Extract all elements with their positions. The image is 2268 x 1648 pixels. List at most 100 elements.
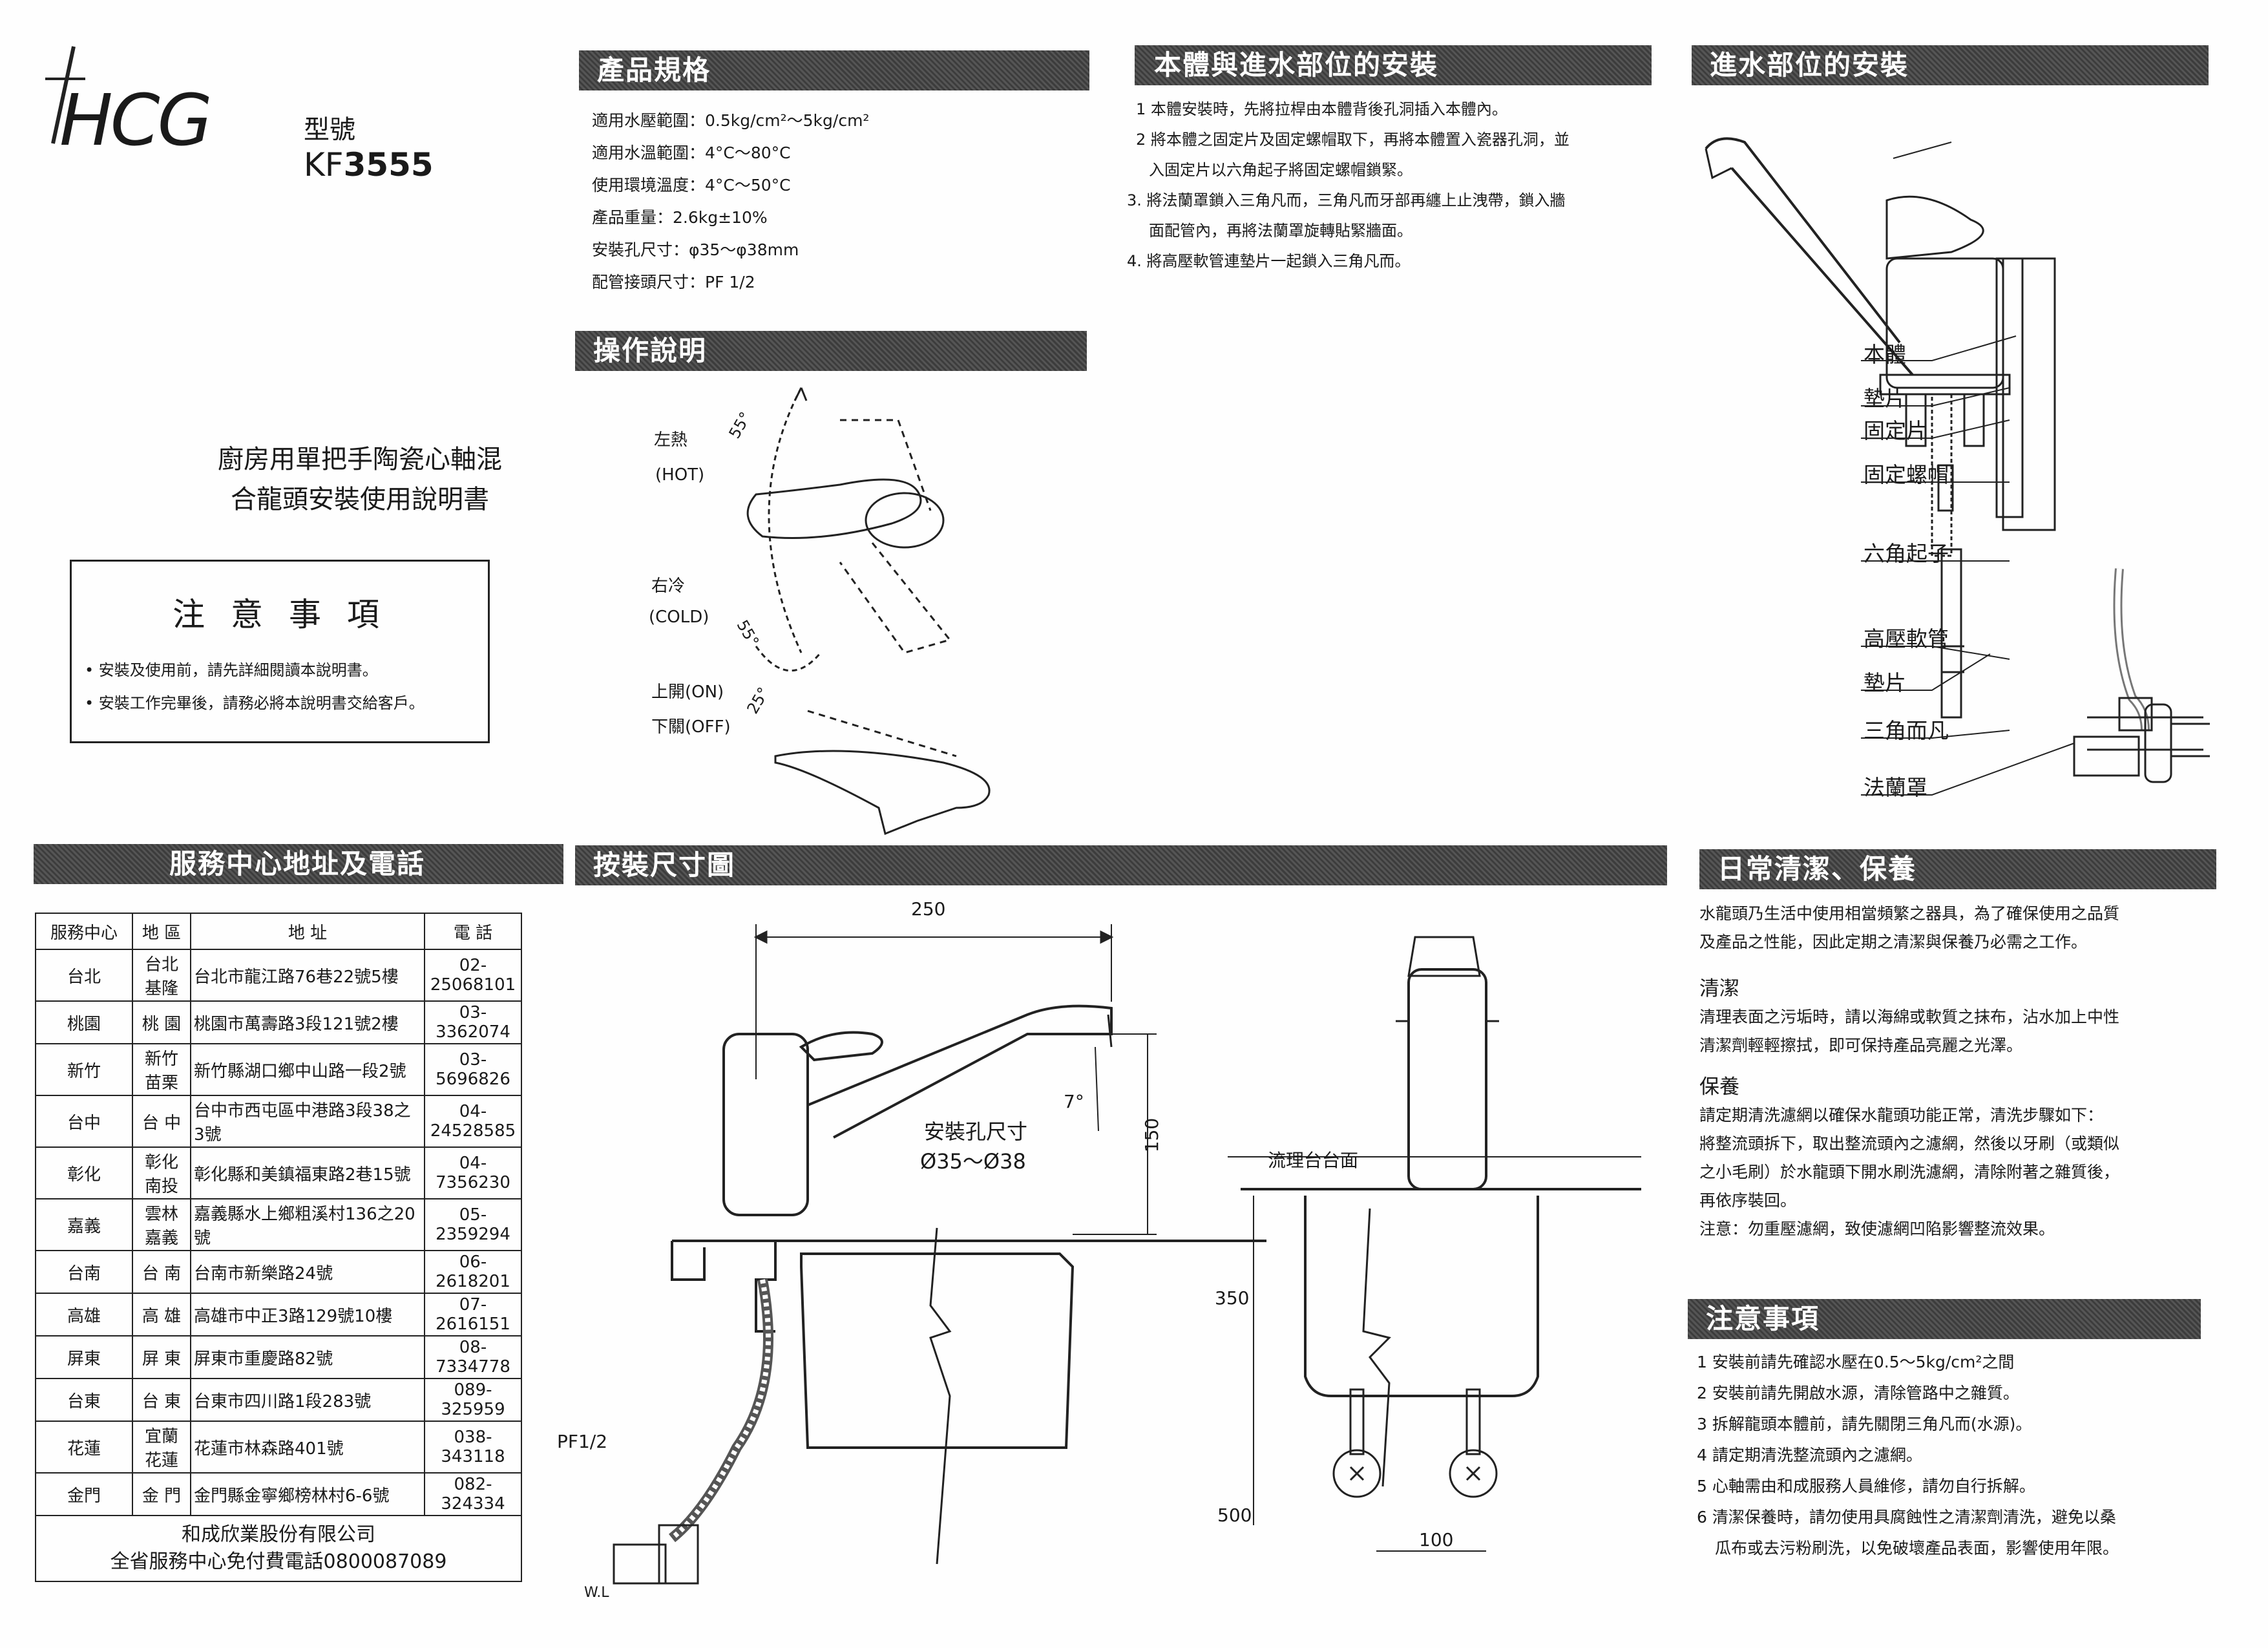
table-footer: 和成欣業股份有限公司 全省服務中心免付費電話0800087089 [35,1515,522,1582]
service-header: 服務中心地址及電話 [34,844,563,884]
dimensions-header: 按裝尺寸圖 [575,845,1667,885]
wl-label: W.L [584,1585,609,1601]
spec-line: 安裝孔尺寸：φ35～φ38mm [592,240,799,259]
hcg-logo-icon [45,46,85,144]
hot-label: 左熱 [654,430,688,450]
table-cell: 屏東市重慶路82號 [190,1335,425,1379]
table-cell: 02-25068101 [424,949,522,1002]
callout-label: 法蘭罩 [1864,775,1927,800]
side-view-drawing [613,924,1266,1585]
table-cell: 台北市龍江路76巷22號5樓 [190,949,425,1002]
table-cell: 花蓮 [35,1421,133,1474]
model-label: 型號 [304,115,355,145]
body-install-steps: 1 本體安裝時，先將拉桿由本體背後孔洞插入本體內。 2 將本體之固定片及固定螺帽… [1127,94,1570,277]
para-line: 注意：勿重壓濾網，致使濾網凹陷影響整流效果。 [1699,1220,2055,1238]
cleaning-header: 日常清潔、保養 [1699,849,2216,889]
para-line: 水龍頭乃生活中使用相當頻繁之器具，為了確保使用之品質 [1699,904,2120,923]
dim-150: 150 [1141,1117,1163,1153]
inlet-diagram [1705,137,2210,783]
on-label: 上開(ON) [651,682,724,702]
table-header-row: 服務中心 地 區 地 址 電 話 [35,913,522,950]
doc-title: 廚房用單把手陶瓷心軸混 合龍頭安裝使用說明書 [208,439,512,520]
table-cell: 金 門 [132,1472,191,1516]
para-line: 清潔劑輕輕擦拭，即可保持產品亮麗之光澤。 [1699,1036,2023,1055]
doc-title-line1: 廚房用單把手陶瓷心軸混 [218,445,502,474]
callout-label: 三角而凡 [1864,718,1949,743]
step-line: 1 本體安裝時，先將拉桿由本體背後孔洞插入本體內。 [1136,100,1507,118]
callout-label: 本體 [1864,342,1906,367]
para-line: 之小毛刷）於水龍頭下開水刷洗濾網，清除附著之雜質後， [1699,1163,2120,1181]
counter-label: 流理台台面 [1268,1150,1359,1171]
spec-line: 使用環境溫度：4°C～50°C [592,176,791,195]
table-cell: 彰化縣和美鎮福東路2巷15號 [190,1146,425,1199]
table-cell: 新竹 [35,1043,133,1096]
pf-label: PF1/2 [557,1431,608,1452]
spec-line: 適用水溫範圍：4°C～80°C [592,143,791,162]
step-line: 3. 將法蘭罩鎖入三角凡而，三角凡而牙部再纏上止洩帶，鎖入牆 [1127,191,1566,209]
table-cell: 高雄 [35,1293,133,1336]
table-header: 地 區 [132,913,191,950]
table-cell: 03-5696826 [424,1043,522,1096]
table-cell: 嘉義縣水上鄉粗溪村136之20號 [190,1198,425,1251]
body-install-header: 本體與進水部位的安裝 [1135,45,1652,85]
table-cell: 台南 [35,1250,133,1294]
cold-label: 右冷 [651,576,686,596]
table-cell: 桃園 [35,1000,133,1044]
para-line: 及產品之性能，因此定期之清潔與保養乃必需之工作。 [1699,933,2088,951]
table-cell: 台 南 [132,1250,191,1294]
para-line: 請定期清洗濾網以確保水龍頭功能正常，清洗步驟如下： [1699,1106,2104,1125]
notice-item: • 安裝工作完畢後，請務必將本說明書交給客戶。 [85,694,425,712]
para-line: 將整流頭拆下，取出整流頭內之濾網，然後以牙刷（或類似 [1699,1134,2120,1153]
cleaning-text: 水龍頭乃生活中使用相當頻繁之器具，為了確保使用之品質 及產品之性能，因此定期之清… [1699,900,2119,1243]
table-header: 服務中心 [35,913,133,950]
dim-100: 100 [1419,1529,1454,1550]
table-cell: 04-24528585 [424,1095,522,1148]
table-cell: 05-2359294 [424,1198,522,1251]
specs-header: 產品規格 [579,50,1089,90]
table-header: 電 話 [424,913,522,950]
hole-label: 安裝孔尺寸 [924,1119,1028,1144]
table-cell: 高雄市中正3路129號10樓 [190,1293,425,1336]
callout-lines [1861,335,2075,796]
table-cell: 台東 [35,1378,133,1422]
table-cell: 04-7356230 [424,1146,522,1199]
cold-en-label: (COLD) [649,607,709,627]
model-prefix: KF [304,146,344,184]
table-cell: 台 東 [132,1378,191,1422]
spec-line: 產品重量：2.6kg±10% [592,208,768,227]
notice-box: 注 意 事 項 • 安裝及使用前，請先詳細閱讀本說明書。 • 安裝工作完畢後，請… [70,560,490,743]
para-line: 再依序裝回。 [1699,1191,1797,1210]
table-cell: 台中 [35,1095,133,1148]
spec-line: 適用水壓範圍：0.5kg/cm²～5kg/cm² [592,111,870,130]
callout-label: 墊片 [1864,670,1906,695]
dim-250: 250 [911,898,946,920]
step-line: 4. 將高壓軟管連墊片一起鎖入三角凡而。 [1127,252,1411,270]
clean-heading: 清潔 [1699,977,1739,1000]
callout-label: 固定片 [1864,418,1927,443]
table-cell: 089-325959 [424,1378,522,1422]
table-cell: 台南市新樂路24號 [190,1250,425,1294]
table-cell: 桃園市萬壽路3段121號2樓 [190,1000,425,1044]
front-view-drawing [1228,936,1641,1552]
table-cell: 082-324334 [424,1472,522,1516]
inlet-install-header: 進水部位的安裝 [1692,45,2209,85]
notice-title: 注 意 事 項 [173,596,387,633]
caution-item: 3 拆解龍頭本體前，請先關閉三角凡而(水源)。 [1697,1415,2032,1433]
table-cell: 台北 [35,949,133,1002]
callout-label: 六角起子 [1864,541,1949,566]
step-line: 2 將本體之固定片及固定螺帽取下，再將本體置入瓷器孔洞，並 [1136,131,1570,149]
table-footer-row: 和成欣業股份有限公司 全省服務中心免付費電話0800087089 [35,1515,522,1582]
table-cell: 03-3362074 [424,1000,522,1044]
table-cell: 嘉義 [35,1198,133,1251]
